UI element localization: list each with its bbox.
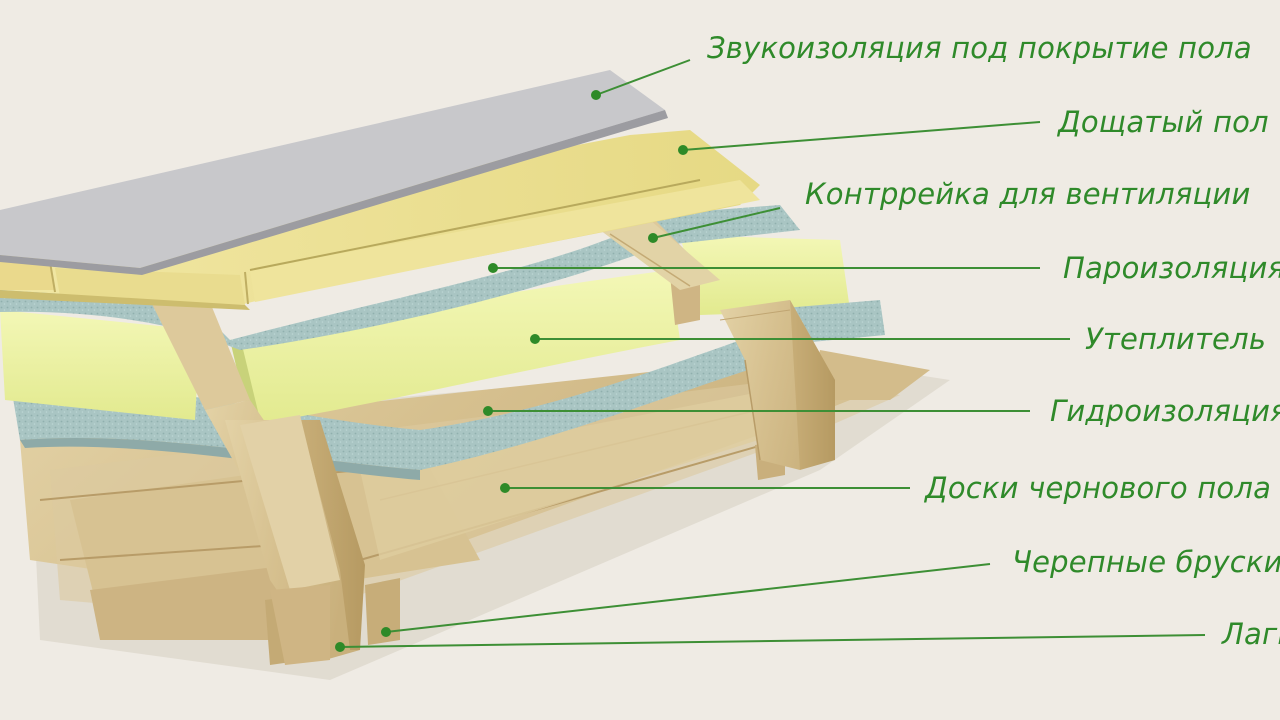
waterproofing-layer [10,330,780,480]
label-counter-batten: Контррейка для вентиляции [805,177,1251,211]
leader-line-joists [339,634,1206,648]
marker-plank-floor [678,145,688,155]
marker-joists [335,642,345,652]
marker-sound-insulation [591,90,601,100]
leader-line-cranial-bars [385,563,991,633]
counter-batten-layer [600,220,720,290]
label-cranial-bars: Черепные бруски [1012,545,1280,579]
marker-insulation [530,334,540,344]
label-insulation: Утеплитель [1085,322,1267,356]
marker-subfloor-boards [500,483,510,493]
joists-layer [150,215,835,665]
leader-lines [339,59,1206,648]
leader-line-plank-floor [682,121,1041,151]
plank-floor-layer [0,130,760,310]
marker-cranial-bars [381,627,391,637]
insulation-layer [0,235,850,428]
leader-line-sound-insulation [595,59,691,96]
leader-line-counter-batten [652,207,781,239]
marker-counter-batten [648,233,658,243]
label-vapor-barrier: Пароизоляция [1063,251,1280,285]
label-plank-floor: Дощатый пол [1058,105,1269,139]
label-sound-insulation: Звукоизоляция под покрытие пола [707,31,1252,65]
label-joists: Лаги [1222,617,1280,651]
label-subfloor-boards: Доски чернового пола [925,471,1272,505]
acoustic-underlay-layer [0,70,668,275]
marker-waterproofing [483,406,493,416]
leader-markers [335,90,688,652]
marker-vapor-barrier [488,263,498,273]
label-waterproofing: Гидроизоляция [1050,394,1280,428]
